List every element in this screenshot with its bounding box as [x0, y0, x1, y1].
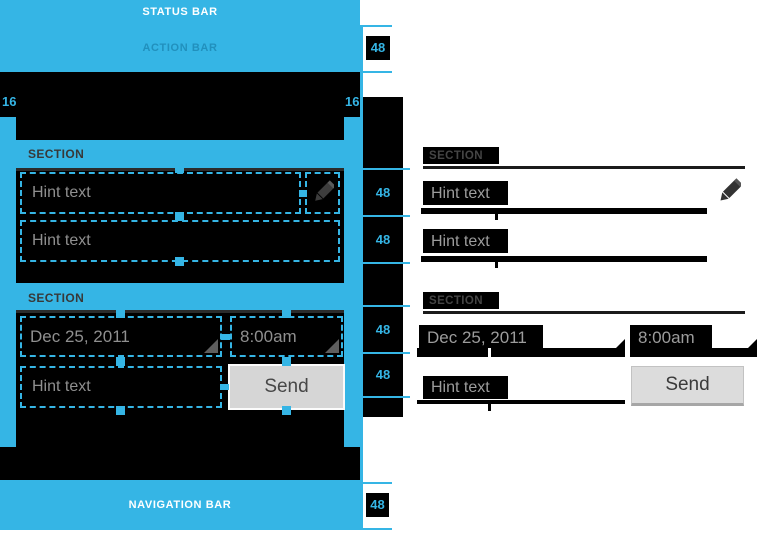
- section-header-1-label: SECTION: [429, 150, 483, 162]
- date-spinner-underline: [417, 348, 625, 357]
- text-field-3-hint-bar[interactable]: Hint text: [423, 376, 508, 399]
- action-bar-label: ACTION BAR: [142, 42, 218, 54]
- section-header-1: SECTION: [28, 147, 85, 161]
- send-button[interactable]: Send: [631, 366, 744, 406]
- text-field-3-underline: [417, 400, 625, 404]
- section-rule-2: [423, 311, 745, 314]
- underline-cursor-gap: [488, 348, 491, 357]
- content-bottom-block: [0, 447, 360, 480]
- drag-handle[interactable]: [116, 309, 125, 318]
- text-field-3-hint: Hint text: [32, 378, 91, 395]
- text-field-3-hint: Hint text: [431, 379, 490, 396]
- ruler-vertical-line: [360, 25, 363, 530]
- send-button[interactable]: Send: [228, 364, 345, 410]
- spinner-corner-icon: [325, 339, 339, 353]
- phone-mockup: STATUS BAR ACTION BAR 16 16 SECTION Hint…: [0, 0, 360, 530]
- drag-handle[interactable]: [116, 357, 125, 366]
- ruler-line: [362, 482, 392, 484]
- nav-bar-height-badge: 48: [366, 493, 389, 517]
- text-field-1-hint-bar[interactable]: Hint text: [423, 181, 508, 205]
- time-spinner-value: 8:00am: [638, 328, 695, 347]
- section-header-2: SECTION: [423, 292, 499, 309]
- section-header-2-label: SECTION: [429, 295, 483, 307]
- drag-handle[interactable]: [282, 406, 291, 415]
- text-field-3[interactable]: Hint text: [20, 366, 222, 408]
- time-spinner[interactable]: 8:00am: [230, 316, 343, 357]
- text-field-1[interactable]: Hint text: [20, 172, 301, 214]
- time-spinner-value-bar[interactable]: 8:00am: [630, 325, 712, 348]
- section-rule-2: [16, 310, 344, 313]
- ruler-line: [362, 71, 392, 73]
- row-height-label: 48: [375, 322, 391, 337]
- section-header-1: SECTION: [423, 147, 499, 164]
- text-field-1-hint: Hint text: [431, 185, 490, 202]
- underline-tick: [495, 214, 498, 220]
- edit-icon-box[interactable]: [305, 172, 340, 214]
- date-spinner-value-bar[interactable]: Dec 25, 2011: [419, 325, 543, 348]
- action-bar-height-badge: 48: [366, 36, 390, 60]
- text-field-1-hint: Hint text: [32, 184, 91, 201]
- date-spinner-value: Dec 25, 2011: [30, 327, 130, 346]
- time-spinner-value: 8:00am: [240, 327, 297, 346]
- drag-handle[interactable]: [175, 257, 184, 266]
- text-field-2-hint-bar[interactable]: Hint text: [423, 229, 508, 253]
- drag-handle[interactable]: [175, 164, 184, 173]
- ruler-line: [362, 25, 392, 27]
- underline-tick: [488, 404, 491, 411]
- ruler-line: [362, 352, 410, 354]
- underline-tick: [495, 262, 498, 268]
- action-bar: ACTION BAR: [0, 25, 360, 72]
- navigation-bar-label: NAVIGATION BAR: [128, 499, 232, 511]
- pencil-icon: [315, 180, 334, 201]
- text-field-2[interactable]: Hint text: [20, 220, 340, 262]
- row-height-label: 48: [375, 232, 391, 247]
- time-spinner-underline: [630, 348, 757, 357]
- left-margin-callout: 16: [2, 94, 17, 109]
- section-header-2: SECTION: [28, 291, 85, 305]
- drag-handle[interactable]: [282, 309, 291, 318]
- ruler-line: [362, 215, 410, 217]
- date-spinner-value: Dec 25, 2011: [427, 328, 527, 347]
- text-field-2-underline: [421, 256, 707, 262]
- ruler-line: [362, 528, 392, 530]
- navigation-bar: NAVIGATION BAR: [0, 480, 360, 530]
- ruler-line: [362, 262, 410, 264]
- text-field-2-hint: Hint text: [32, 232, 91, 249]
- right-margin-callout: 16: [345, 94, 360, 109]
- status-bar: STATUS BAR: [0, 0, 360, 25]
- text-field-2-hint: Hint text: [431, 233, 490, 250]
- drag-handle[interactable]: [116, 406, 125, 415]
- status-bar-label: STATUS BAR: [142, 6, 218, 18]
- row-height-label: 48: [375, 185, 391, 200]
- drag-handle[interactable]: [175, 212, 184, 221]
- connector-handle[interactable]: [221, 334, 230, 340]
- section-rule-1: [423, 166, 745, 169]
- pencil-icon[interactable]: [717, 177, 741, 207]
- ruler-strip: [363, 97, 403, 417]
- ruler-line: [362, 305, 410, 307]
- date-spinner[interactable]: Dec 25, 2011: [20, 316, 222, 357]
- connector-handle[interactable]: [221, 384, 229, 390]
- text-field-1-underline: [421, 208, 707, 214]
- spinner-corner-icon: [739, 339, 757, 357]
- spinner-corner-icon: [204, 339, 218, 353]
- content-top-block: [0, 72, 360, 117]
- connector-handle[interactable]: [299, 190, 307, 197]
- ruler-line: [362, 168, 410, 170]
- spinner-corner-icon: [607, 339, 625, 357]
- row-height-label: 48: [375, 367, 391, 382]
- content-block: [16, 117, 344, 140]
- ruler-line: [362, 396, 410, 398]
- drag-handle[interactable]: [282, 357, 291, 366]
